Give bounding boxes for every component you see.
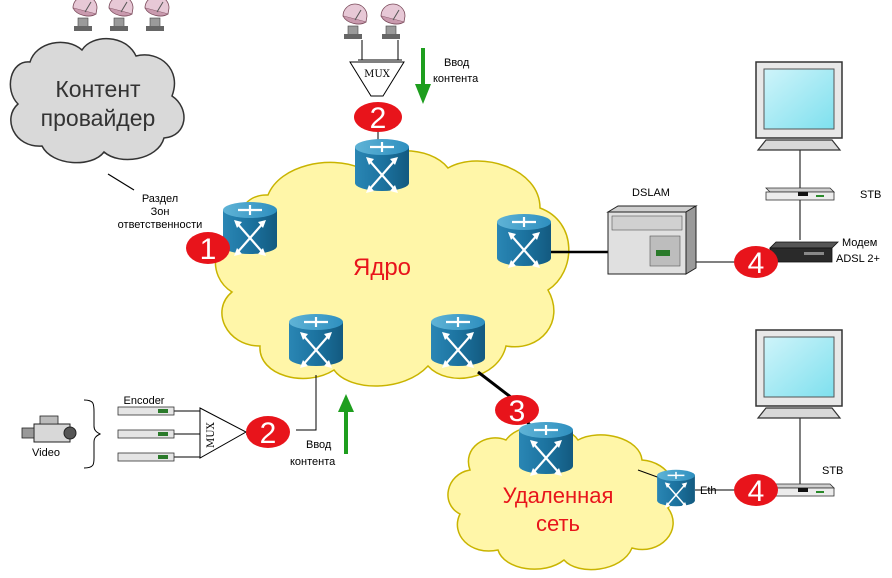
modem-label-1: Модем — [842, 237, 877, 249]
video-label: Video — [32, 447, 60, 459]
video-brace — [83, 399, 102, 469]
badge-bottom-input: 2 — [246, 416, 290, 450]
svg-text:MUX: MUX — [364, 69, 391, 80]
top-mux: MUX — [349, 61, 405, 97]
dslam-label: DSLAM — [632, 187, 670, 199]
svg-text:3: 3 — [509, 395, 526, 428]
subscriber-top-monitor — [755, 61, 843, 151]
dslam — [606, 205, 698, 275]
core-label: Ядро — [353, 254, 411, 281]
core-router-left — [221, 200, 279, 258]
remote-network-label-2: сеть — [536, 511, 580, 536]
bottom-input-label-2: контента — [290, 456, 336, 468]
encoder-label: Encoder — [124, 395, 165, 407]
svg-text:MUX: MUX — [206, 421, 217, 448]
svg-text:4: 4 — [748, 247, 765, 280]
content-provider-cloud: Контент провайдер — [9, 37, 185, 164]
top-input-label-2: контента — [433, 73, 479, 85]
content-provider-label-2: провайдер — [41, 105, 156, 131]
badge-remote-link: 3 — [495, 395, 539, 428]
encoder-3 — [117, 452, 175, 462]
bottom-mux: MUX — [199, 407, 248, 459]
svg-text:2: 2 — [260, 417, 277, 450]
zone-boundary-label-1: Раздел — [142, 193, 178, 205]
adsl-modem — [769, 241, 839, 263]
subscriber-bottom-stb-label: STB — [822, 465, 843, 477]
bottom-input-arrow — [338, 394, 354, 454]
top-satellite-dishes — [342, 3, 406, 40]
svg-text:2: 2 — [370, 102, 387, 135]
core-router-bottom-right — [429, 312, 487, 370]
svg-text:4: 4 — [748, 475, 765, 508]
badge-top-input: 2 — [354, 102, 402, 135]
video-camera-icon — [21, 415, 77, 443]
content-provider-label-1: Контент — [55, 76, 141, 102]
encoder-2 — [117, 429, 175, 439]
subscriber-top-stb — [765, 187, 835, 201]
core-router-top — [353, 137, 411, 195]
badge-subscriber-bottom: 4 — [734, 474, 778, 508]
encoder-1 — [117, 406, 175, 416]
remote-network-label-1: Удаленная — [503, 483, 614, 508]
subscriber-top-stb-label: STB — [860, 189, 881, 201]
badge-subscriber-top: 4 — [734, 246, 778, 280]
badge-zone-1: 1 — [186, 232, 230, 266]
core-router-right — [495, 212, 553, 270]
modem-label-2: ADSL 2+ — [836, 253, 880, 265]
zone-boundary-label-2: Зон — [151, 206, 170, 218]
zone-boundary-pointer — [107, 173, 135, 191]
bottom-input-label-1: Ввод — [306, 439, 332, 451]
top-input-label-1: Ввод — [444, 57, 470, 69]
remote-network-cloud: Удаленная сеть — [447, 425, 676, 571]
remote-router — [517, 420, 575, 478]
provider-satellite-dishes — [72, 0, 170, 32]
core-router-bottom-left — [287, 312, 345, 370]
remote-switch — [656, 469, 696, 509]
zone-boundary-label-3: ответственности — [118, 219, 203, 231]
subscriber-bottom-monitor — [755, 329, 843, 419]
eth-label: Eth — [700, 485, 717, 497]
top-input-arrow — [415, 48, 431, 104]
svg-text:1: 1 — [200, 233, 217, 266]
